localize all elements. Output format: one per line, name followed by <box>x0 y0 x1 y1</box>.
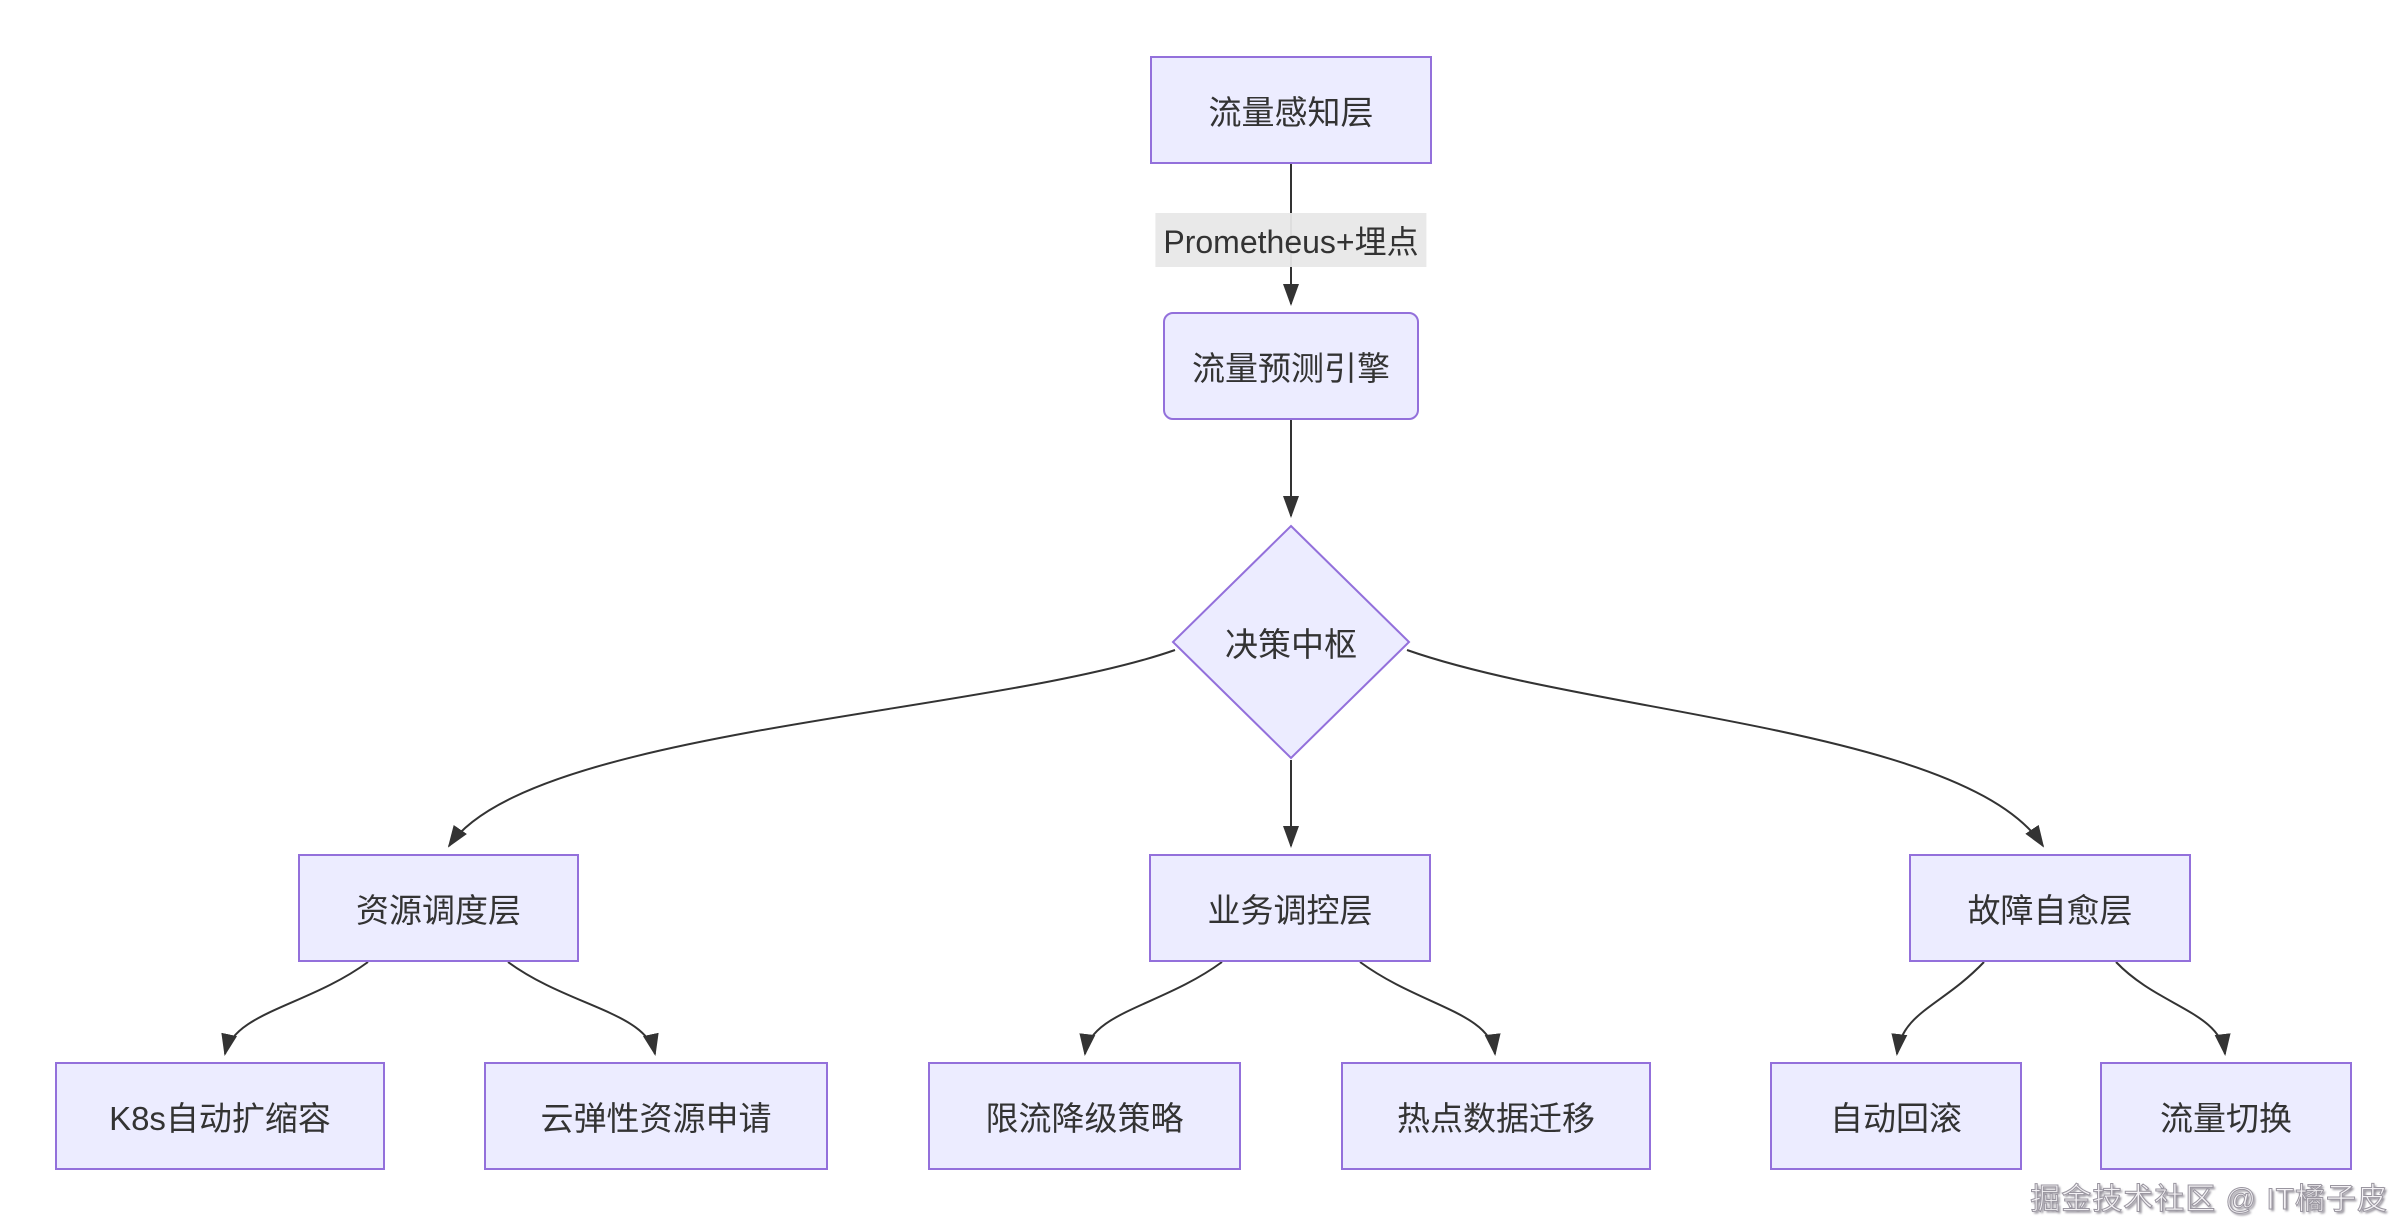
node-business-control-layer: 业务调控层 <box>1149 854 1431 962</box>
edge-resource-to-k8s <box>221 961 369 1056</box>
edge-resource-to-cloud <box>507 961 659 1056</box>
node-rate-limit-degrade: 限流降级策略 <box>928 1062 1241 1170</box>
node-hot-data-migration: 热点数据迁移 <box>1341 1062 1651 1170</box>
node-resource-scheduling-layer: 资源调度层 <box>298 854 579 962</box>
edge-fault-to-rollback <box>1891 961 1985 1056</box>
edge-fault-to-switch <box>2115 961 2231 1056</box>
edge-label-prometheus: Prometheus+埋点 <box>1155 213 1427 267</box>
node-traffic-prediction-engine: 流量预测引擎 <box>1163 312 1419 420</box>
node-auto-rollback: 自动回滚 <box>1770 1062 2022 1170</box>
watermark: 掘金技术社区 @ IT橘子皮 <box>2030 1183 2388 1217</box>
node-fault-self-healing-layer: 故障自愈层 <box>1909 854 2191 962</box>
node-k8s-autoscaling: K8s自动扩缩容 <box>55 1062 385 1170</box>
edge-business-to-ratelimit <box>1079 961 1223 1056</box>
node-cloud-elastic-resource: 云弹性资源申请 <box>484 1062 828 1170</box>
decision-diamond-shape <box>1171 524 1411 760</box>
node-decision-hub: 决策中枢 <box>1171 524 1411 760</box>
edge-decision-to-resource <box>447 649 1176 848</box>
edge-business-to-hotdata <box>1359 961 1501 1056</box>
decision-hub-label: 决策中枢 <box>1225 626 1357 663</box>
node-traffic-sensing-layer: 流量感知层 <box>1150 56 1432 164</box>
edge-decision-to-fault <box>1406 649 2045 848</box>
node-traffic-switch: 流量切换 <box>2100 1062 2352 1170</box>
